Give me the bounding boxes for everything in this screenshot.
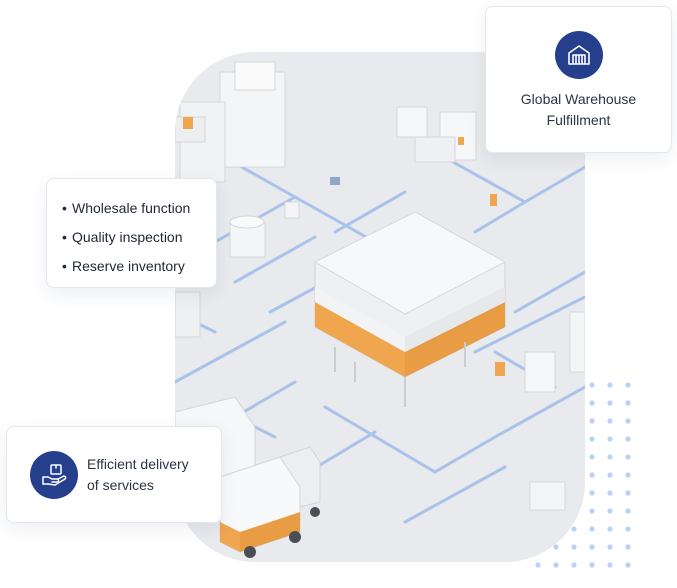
dot [553, 544, 559, 550]
dot [535, 562, 541, 568]
dot [607, 418, 613, 424]
dot [625, 436, 631, 442]
feature-item-wholesale: Wholesale function [62, 194, 216, 223]
dot [589, 508, 595, 514]
warehouse-card-line2: Fulfillment [546, 112, 611, 128]
dot [589, 472, 595, 478]
dot [607, 562, 613, 568]
dot [607, 544, 613, 550]
dot [607, 382, 613, 388]
delivery-card: Efficient delivery of services [6, 426, 222, 523]
dot [571, 562, 577, 568]
warehouse-icon [554, 31, 603, 79]
delivery-card-line2: of services [87, 476, 154, 493]
dot [625, 508, 631, 514]
dot [625, 382, 631, 388]
dot [625, 418, 631, 424]
dot [589, 400, 595, 406]
dot [607, 526, 613, 532]
dot [607, 490, 613, 496]
dot [625, 400, 631, 406]
dot [589, 562, 595, 568]
warehouse-fulfillment-card: Global Warehouse Fulfillment [485, 6, 672, 153]
delivery-card-text: Efficient delivery of services [87, 454, 189, 496]
warehouse-card-line1: Global Warehouse [520, 91, 637, 107]
warehouse-card-text: Global Warehouse Fulfillment [486, 89, 671, 131]
dot [589, 382, 595, 388]
dot [571, 526, 577, 532]
dot [607, 472, 613, 478]
dot [607, 508, 613, 514]
dot [625, 526, 631, 532]
hero-illustration [175, 52, 585, 562]
dot [589, 526, 595, 532]
dot [571, 544, 577, 550]
dot [625, 472, 631, 478]
dot [589, 490, 595, 496]
dot [607, 400, 613, 406]
dot [625, 454, 631, 460]
feature-item-quality-inspection: Quality inspection [62, 223, 216, 252]
feature-item-reserve-inventory: Reserve inventory [62, 252, 216, 281]
delivery-card-line1: Efficient delivery [87, 455, 189, 472]
dot [625, 562, 631, 568]
dot [589, 454, 595, 460]
dot [625, 544, 631, 550]
dot [607, 436, 613, 442]
dot [625, 490, 631, 496]
warehouse-scene-image [175, 52, 585, 562]
dot [589, 436, 595, 442]
dot [553, 562, 559, 568]
dot [607, 454, 613, 460]
dot [589, 418, 595, 424]
features-list: Wholesale function Quality inspection Re… [47, 179, 216, 281]
dot [589, 544, 595, 550]
features-card: Wholesale function Quality inspection Re… [46, 178, 217, 288]
hand-package-icon [30, 450, 78, 499]
